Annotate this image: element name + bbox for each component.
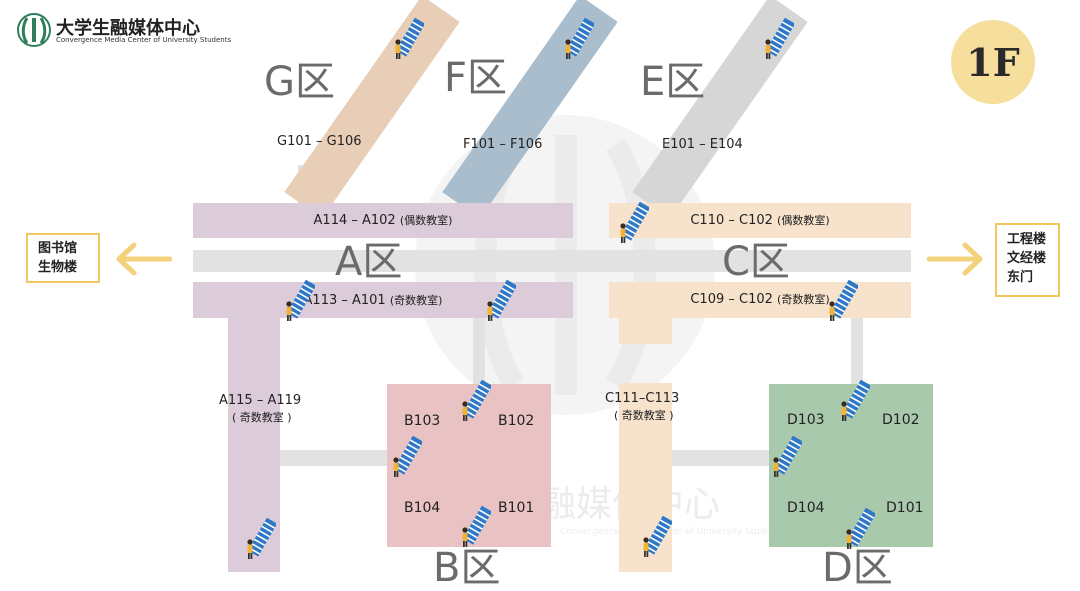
stairs-icon — [846, 508, 875, 549]
room-b101: B101 — [498, 500, 535, 516]
zone-c-top-range: C110 – C102 — [690, 213, 773, 228]
floor-label: 1F — [966, 40, 1020, 85]
stairs-icon — [773, 436, 802, 477]
stairs-icon — [395, 18, 424, 59]
zone-e-name: E区 — [640, 59, 706, 105]
stairs-icon — [620, 202, 649, 243]
zone-a-bottom-note: (奇数教室) — [389, 294, 443, 307]
logo-subtitle: Convergence Media Center of University S… — [56, 36, 232, 44]
zone-a-side-range: A115 – A119 — [219, 393, 302, 408]
exit-left-item: 图书馆 — [38, 241, 78, 256]
zone-c-bottom-extension — [619, 318, 672, 344]
connector-side-b — [280, 450, 388, 466]
zone-a-bottom-label: A113 – A101 (奇数教室) — [193, 292, 553, 308]
zone-f-name: F区 — [444, 55, 508, 101]
exit-right-item: 东门 — [1007, 270, 1034, 285]
zone-a-name: A区 — [335, 239, 403, 285]
logo-title: 大学生融媒体中心 — [56, 18, 200, 39]
stairs-icon — [829, 280, 858, 321]
zone-c-bottom-bar — [609, 282, 911, 318]
stairs-icon — [643, 516, 672, 557]
zone-a-top-note: (偶数教室) — [399, 214, 453, 227]
room-d101: D101 — [886, 500, 924, 516]
zone-c-top-label: C110 – C102 (偶数教室) — [650, 212, 870, 228]
floor-badge — [951, 20, 1035, 104]
room-b103: B103 — [404, 413, 441, 429]
zone-a-side-note: ( 奇数教室 ) — [232, 411, 292, 424]
stairs-icon — [393, 436, 422, 477]
zone-c-bottom-label: C109 – C102 (奇数教室) — [650, 291, 870, 307]
exit-right-item: 工程楼 — [1007, 232, 1047, 247]
zone-g-name: G区 — [264, 59, 335, 105]
logo-icon — [17, 13, 51, 47]
exit-right-sign: 工程楼 文经楼 东门 — [995, 223, 1060, 297]
main-corridor — [193, 250, 911, 272]
zone-b-name: B区 — [433, 545, 501, 591]
zone-c-side-range: C111–C113 — [605, 391, 680, 406]
stairs-icon — [462, 506, 491, 547]
watermark-subtext: Convergence Media Center of University S… — [560, 527, 786, 537]
zone-f-range: F101 – F106 — [463, 137, 543, 152]
stairs-icon — [286, 280, 315, 321]
zone-a-top-label: A114 – A102 (偶数教室) — [193, 212, 573, 228]
stairs-icon — [462, 380, 491, 421]
stairs-icon — [247, 518, 276, 559]
zone-c-bottom-note: (奇数教室) — [777, 293, 830, 306]
room-d104: D104 — [787, 500, 825, 516]
exit-right-item: 文经楼 — [1007, 251, 1047, 266]
room-b104: B104 — [404, 500, 441, 516]
zone-d-name: D区 — [822, 545, 893, 591]
zone-a-top-bar — [193, 203, 573, 238]
stairs-icon — [487, 280, 516, 321]
stairs-icon — [765, 18, 794, 59]
zone-c-name: C区 — [722, 239, 790, 285]
connector-a-b — [473, 318, 485, 384]
zone-c-side-note: ( 奇数教室 ) — [614, 409, 674, 422]
room-d103: D103 — [787, 412, 825, 428]
stairs-icon — [565, 18, 594, 59]
exit-left-sign: 图书馆 生物楼 — [26, 233, 100, 283]
zone-g-range: G101 – G106 — [277, 134, 362, 149]
connector-c-side-d — [672, 450, 770, 466]
zone-a-bottom-range: A113 – A101 — [303, 293, 386, 308]
exit-left-item: 生物楼 — [38, 260, 78, 275]
room-b102: B102 — [498, 413, 535, 429]
room-d102: D102 — [882, 412, 920, 428]
stairs-icon — [841, 380, 870, 421]
zone-a-top-range: A114 – A102 — [313, 213, 396, 228]
zone-c-top-bar — [609, 203, 911, 238]
zone-c-top-note: (偶数教室) — [777, 214, 830, 227]
zone-e-range: E101 – E104 — [662, 137, 743, 152]
connector-c-d — [851, 318, 863, 384]
arrow-left-icon — [116, 242, 172, 276]
zone-c-bottom-range: C109 – C102 — [690, 292, 773, 307]
arrow-right-icon — [927, 242, 983, 276]
